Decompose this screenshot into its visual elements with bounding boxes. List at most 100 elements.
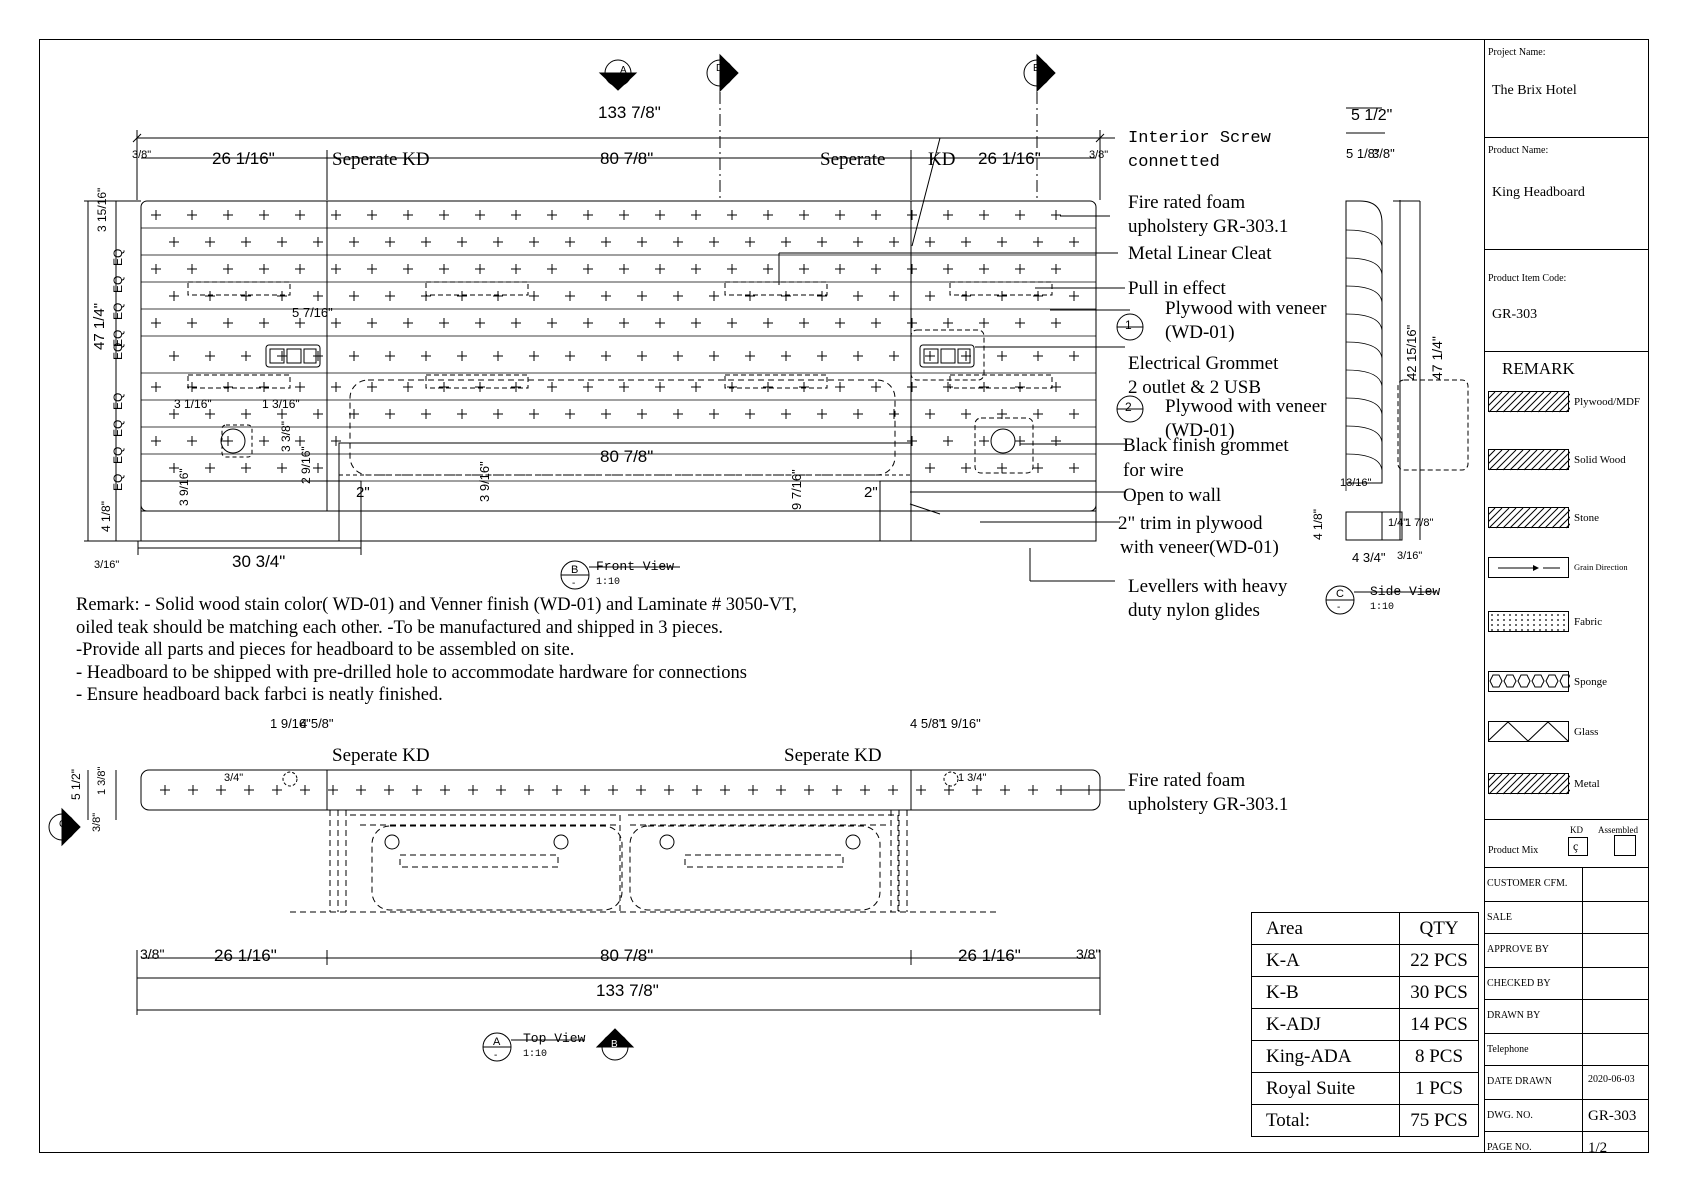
assembled-checkbox[interactable] <box>1614 835 1636 856</box>
title-block-row: SALE <box>1484 901 1649 933</box>
kd-check-mark: ç <box>1573 839 1579 853</box>
row-value: 2020-06-03 <box>1588 1074 1635 1085</box>
top-right-b-dim: 1 9/16" <box>940 716 981 731</box>
front-view-tag: B <box>571 564 579 576</box>
open-to-wall-note: Open to wall <box>1123 485 1222 506</box>
legend-swatch <box>1488 671 1570 692</box>
kd-checkbox[interactable]: ç <box>1568 837 1588 856</box>
remark-line: -Provide all parts and pieces for headbo… <box>76 640 575 660</box>
section-d-tag: D <box>716 63 724 74</box>
area-cell: Total: <box>1251 1104 1400 1137</box>
top-right-a-dim: 4 5/8" <box>910 716 944 731</box>
seperate-label-right: Seperate <box>820 149 886 170</box>
metal-cleat-note: Metal Linear Cleat <box>1128 243 1272 264</box>
title-block-row: DWG. NO.GR-303 <box>1484 1099 1649 1131</box>
front-view-tag-dash: - <box>572 578 576 589</box>
project-name-label: Project Name: <box>1488 47 1546 58</box>
center-panel-dim: 80 7/8" <box>600 149 654 168</box>
title-block-row: CHECKED BY <box>1484 967 1649 999</box>
top-view-title: Top View <box>523 1031 586 1046</box>
top-view-tag-dash: - <box>494 1050 498 1061</box>
top-depth-dim: 5 1/2" <box>69 769 83 800</box>
top-seperate-kd-right: Seperate KD <box>784 745 882 766</box>
legend-swatch <box>1488 391 1570 413</box>
top-foam-note-2: upholstery GR-303.1 <box>1128 794 1289 815</box>
top-small-right-dim: 1 3/4" <box>958 772 987 784</box>
qty-cell: 22 PCS <box>1399 944 1479 977</box>
left-panel-dim: 26 1/16" <box>212 149 275 168</box>
product-name-label: Product Name: <box>1488 145 1549 156</box>
qty-cell: 30 PCS <box>1399 976 1479 1009</box>
open-side-right-dim: 2" <box>864 484 878 501</box>
project-name: The Brix Hotel <box>1492 83 1577 98</box>
leg-h-dim: 3 9/16" <box>177 468 191 506</box>
row-label: Telephone <box>1487 1044 1529 1055</box>
side-height-dim: 42 15/16" <box>1404 324 1419 380</box>
legend-label: Stone <box>1574 512 1600 524</box>
side-view-tag: C <box>1336 588 1344 600</box>
title-block-row: CUSTOMER CFM. <box>1484 867 1649 901</box>
grommet-x1-dim: 3 1/16" <box>174 397 212 411</box>
electrical-note-1: Electrical Grommet <box>1128 353 1279 374</box>
qty-cell: 75 PCS <box>1399 1104 1479 1137</box>
side-width-3-dim: 3/8" <box>1372 146 1395 161</box>
trim-note-1: 2" trim in plywood <box>1118 513 1263 534</box>
legend-swatch <box>1488 557 1569 578</box>
eq-dim: EQ <box>111 248 125 266</box>
section-e-tag: E <box>1033 63 1040 74</box>
open-height-dim: 3 9/16" <box>477 461 492 502</box>
legend-swatch <box>1488 773 1570 795</box>
eq-dim: EQ <box>111 473 125 491</box>
row-label: CUSTOMER CFM. <box>1487 878 1568 889</box>
legend-label: Grain Direction <box>1574 562 1628 572</box>
product-code-label: Product Item Code: <box>1488 273 1567 284</box>
row-label: CHECKED BY <box>1487 978 1551 989</box>
title-block-row: DRAWN BY <box>1484 999 1649 1033</box>
header-area: Area <box>1251 912 1400 945</box>
title-block-row: PAGE NO.1/2 <box>1484 1131 1649 1156</box>
title-block-row: Telephone <box>1484 1033 1649 1065</box>
plywood-note-1a: Plywood with veneer <box>1165 298 1327 319</box>
product-mix-label: Product Mix <box>1488 845 1539 856</box>
eq-dim: EQ <box>111 302 125 320</box>
connected-note: connetted <box>1128 153 1220 172</box>
top-right-dim: 26 1/16" <box>958 946 1021 965</box>
area-cell: K-ADJ <box>1251 1008 1400 1041</box>
side-bottom-h-dim: 4 1/8" <box>1311 509 1325 540</box>
legend-label: Plywood/MDF <box>1574 396 1641 408</box>
legend-swatch <box>1488 507 1570 529</box>
grommet-x2-dim: 1 3/16" <box>262 397 300 411</box>
row-label: PAGE NO. <box>1487 1142 1532 1153</box>
product-code: GR-303 <box>1492 307 1538 322</box>
right-panel-dim: 26 1/16" <box>978 149 1041 168</box>
area-cell: K-B <box>1251 976 1400 1009</box>
row-label: DATE DRAWN <box>1487 1076 1553 1087</box>
top-left-a-dim: 1 9/16" <box>270 716 311 731</box>
top-c-tag: C <box>59 819 67 830</box>
top-center-dim: 80 7/8" <box>600 946 654 965</box>
open-height2-dim: 9 7/16" <box>789 469 804 510</box>
open-side-left-dim: 2" <box>356 484 370 501</box>
eq-dim: EQ <box>111 275 125 293</box>
top-left-b-dim: 4 5/8" <box>300 716 334 731</box>
foot-dim: 3/16" <box>94 559 120 571</box>
overall-width-dim: 133 7/8" <box>598 103 661 122</box>
row-value: GR-303 <box>1588 1108 1637 1124</box>
kd-label-right: KD <box>928 149 956 170</box>
side-height-total-dim: 47 1/4" <box>1429 336 1445 380</box>
title-block-row: DATE DRAWN 2020-06-03 <box>1484 1065 1649 1099</box>
top-depth2-dim: 1 3/8" <box>96 766 108 795</box>
top-view-scale: 1:10 <box>523 1049 548 1060</box>
fire-foam-note-2: upholstery GR-303.1 <box>1128 216 1289 237</box>
side-base3-dim: 1/4" <box>1388 517 1408 529</box>
legend-label: Solid Wood <box>1574 454 1626 466</box>
grommet-h-dim: 2 9/16" <box>299 446 313 484</box>
top-depth3-dim: 3/8" <box>91 812 103 832</box>
height-total-dim: 47 1/4" <box>91 302 108 350</box>
row-label: DRAWN BY <box>1487 1010 1541 1021</box>
electrical-note-2: 2 outlet & 2 USB <box>1128 377 1262 398</box>
kd-label: KD <box>1570 825 1583 835</box>
